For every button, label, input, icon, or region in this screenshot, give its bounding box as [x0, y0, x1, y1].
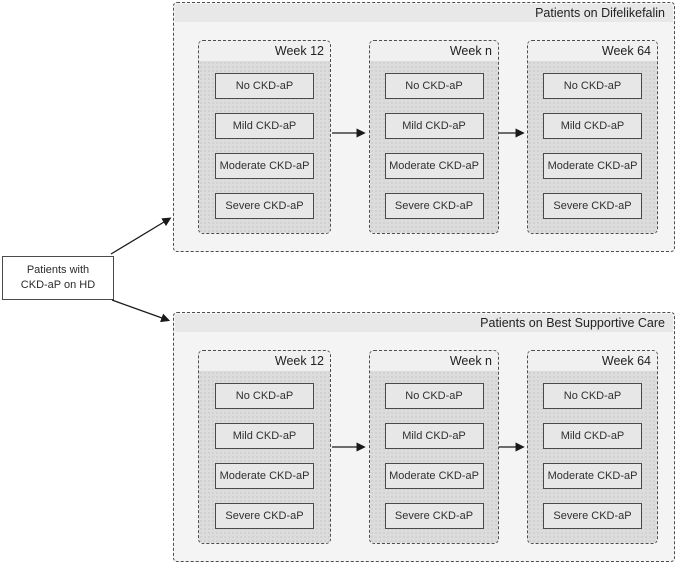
arrow-root-to-difelikefalin-arm — [110, 217, 172, 255]
state-box-no-ckd-ap: No CKD-aP — [384, 73, 484, 99]
period-weekn-bsc: Week n No CKD-aP Mild CKD-aP Moderate CK… — [369, 350, 499, 544]
period-week64-difelikefalin: Week 64 No CKD-aP Mild CKD-aP Moderate C… — [527, 40, 658, 234]
period-weekn-title: Week n — [370, 41, 498, 61]
state-box-mild-ckd-ap: Mild CKD-aP — [384, 113, 484, 139]
state-box-severe-ckd-ap: Severe CKD-aP — [384, 503, 484, 529]
period-week64-bsc: Week 64 No CKD-aP Mild CKD-aP Moderate C… — [527, 350, 658, 544]
state-list: No CKD-aP Mild CKD-aP Moderate CKD-aP Se… — [199, 61, 330, 233]
arm-difelikefalin-title: Patients on Difelikefalin — [175, 4, 673, 22]
arm-best-supportive-care-title: Patients on Best Supportive Care — [175, 314, 673, 332]
period-weekn-title: Week n — [370, 351, 498, 371]
state-list: No CKD-aP Mild CKD-aP Moderate CKD-aP Se… — [528, 371, 657, 543]
state-box-no-ckd-ap: No CKD-aP — [215, 383, 314, 409]
state-box-mild-ckd-ap: Mild CKD-aP — [543, 113, 642, 139]
root-population-label-line1: Patients with — [26, 264, 90, 277]
state-box-mild-ckd-ap: Mild CKD-aP — [384, 423, 484, 449]
state-box-moderate-ckd-ap: Moderate CKD-aP — [215, 153, 314, 179]
state-box-mild-ckd-ap: Mild CKD-aP — [215, 113, 314, 139]
state-box-moderate-ckd-ap: Moderate CKD-aP — [215, 463, 314, 489]
period-week12-difelikefalin: Week 12 No CKD-aP Mild CKD-aP Moderate C… — [198, 40, 331, 234]
state-box-severe-ckd-ap: Severe CKD-aP — [543, 503, 642, 529]
state-box-mild-ckd-ap: Mild CKD-aP — [215, 423, 314, 449]
state-box-severe-ckd-ap: Severe CKD-aP — [384, 193, 484, 219]
state-box-no-ckd-ap: No CKD-aP — [215, 73, 314, 99]
state-list: No CKD-aP Mild CKD-aP Moderate CKD-aP Se… — [528, 61, 657, 233]
period-week12-title: Week 12 — [199, 41, 330, 61]
state-list: No CKD-aP Mild CKD-aP Moderate CKD-aP Se… — [370, 371, 498, 543]
arm-best-supportive-care: Patients on Best Supportive Care Week 12… — [173, 312, 675, 562]
root-population-box: Patients with CKD-aP on HD — [2, 256, 114, 300]
state-box-moderate-ckd-ap: Moderate CKD-aP — [384, 153, 484, 179]
period-week12-title: Week 12 — [199, 351, 330, 371]
state-box-moderate-ckd-ap: Moderate CKD-aP — [543, 463, 642, 489]
state-box-severe-ckd-ap: Severe CKD-aP — [215, 193, 314, 219]
state-box-no-ckd-ap: No CKD-aP — [384, 383, 484, 409]
root-population-label-line2: CKD-aP on HD — [20, 279, 96, 291]
state-list: No CKD-aP Mild CKD-aP Moderate CKD-aP Se… — [370, 61, 498, 233]
state-box-mild-ckd-ap: Mild CKD-aP — [543, 423, 642, 449]
state-box-severe-ckd-ap: Severe CKD-aP — [543, 193, 642, 219]
state-box-no-ckd-ap: No CKD-aP — [543, 383, 642, 409]
state-box-moderate-ckd-ap: Moderate CKD-aP — [543, 153, 642, 179]
period-weekn-difelikefalin: Week n No CKD-aP Mild CKD-aP Moderate CK… — [369, 40, 499, 234]
state-box-no-ckd-ap: No CKD-aP — [543, 73, 642, 99]
state-box-moderate-ckd-ap: Moderate CKD-aP — [384, 463, 484, 489]
period-week64-title: Week 64 — [528, 41, 657, 61]
arm-difelikefalin: Patients on Difelikefalin Week 12 No CKD… — [173, 2, 675, 252]
arrow-root-to-bsc-arm — [111, 299, 171, 323]
state-list: No CKD-aP Mild CKD-aP Moderate CKD-aP Se… — [199, 371, 330, 543]
period-week12-bsc: Week 12 No CKD-aP Mild CKD-aP Moderate C… — [198, 350, 331, 544]
state-box-severe-ckd-ap: Severe CKD-aP — [215, 503, 314, 529]
period-week64-title: Week 64 — [528, 351, 657, 371]
